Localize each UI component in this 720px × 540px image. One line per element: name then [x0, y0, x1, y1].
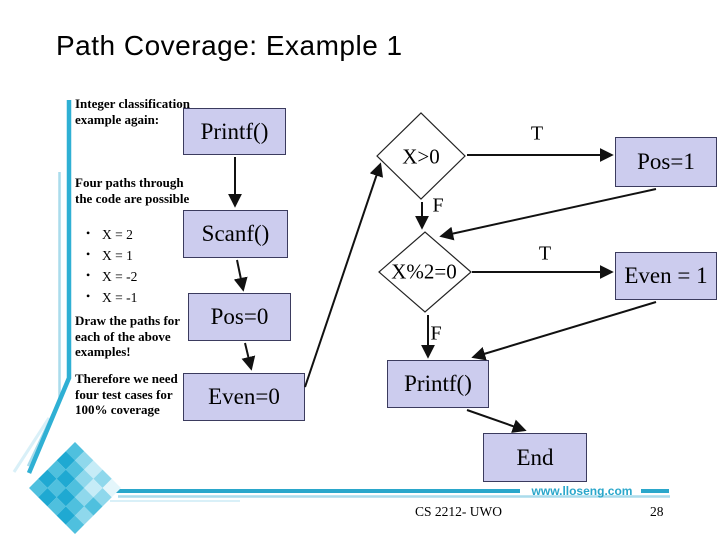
flow-arrow	[233, 259, 248, 292]
flow-arrow	[466, 409, 527, 433]
flow-node-scanf: Scanf()	[183, 210, 288, 258]
note-paths-heading: Four paths through the code are possible	[75, 175, 190, 206]
bullet-item: X = -2	[84, 268, 137, 290]
flow-arrow	[304, 162, 384, 388]
flow-arrow	[241, 342, 256, 371]
diamond-label-xmod2: X%2=0	[391, 259, 457, 284]
bullet-item: X = 1	[84, 247, 137, 269]
flow-node-even0: Even=0	[183, 373, 305, 421]
note-intro: Integer classification example again:	[75, 96, 190, 127]
bullet-item: X = -1	[84, 289, 137, 311]
mosaic-diamond-decoration	[29, 442, 121, 534]
flow-node-pos0: Pos=0	[188, 293, 291, 341]
flow-node-printf1: Printf()	[183, 108, 286, 155]
footer-course-label: CS 2212- UWO	[415, 504, 502, 519]
pale-diagonal-line	[12, 417, 51, 473]
flow-arrow	[471, 301, 657, 361]
page-number: 28	[650, 504, 664, 519]
flow-node-printf2: Printf()	[387, 360, 489, 408]
edge-label-f2: F	[430, 322, 442, 345]
edge-label-t2: T	[538, 242, 552, 265]
flow-node-even1: Even = 1	[615, 252, 717, 300]
note-therefore: Therefore we need four test cases for 10…	[75, 371, 178, 417]
note-draw-paths: Draw the paths for each of the above exa…	[75, 313, 180, 359]
flow-node-end: End	[483, 433, 587, 482]
bullet-item: X = 2	[84, 226, 137, 248]
slide-title: Path Coverage: Example 1	[56, 30, 403, 61]
diamond-label-xgt0: X>0	[402, 144, 440, 169]
test-values-bullet-list: X = 2X = 1X = -2X = -1	[84, 226, 137, 311]
edge-label-f1: F	[432, 194, 444, 217]
website-link: www.lloseng.com	[531, 484, 633, 498]
edge-label-t1: T	[530, 122, 544, 145]
flow-arrow	[439, 188, 657, 241]
light-vertical-line	[26, 172, 61, 467]
teal-vertical-bar	[26, 100, 72, 474]
flow-node-pos1: Pos=1	[615, 137, 717, 187]
